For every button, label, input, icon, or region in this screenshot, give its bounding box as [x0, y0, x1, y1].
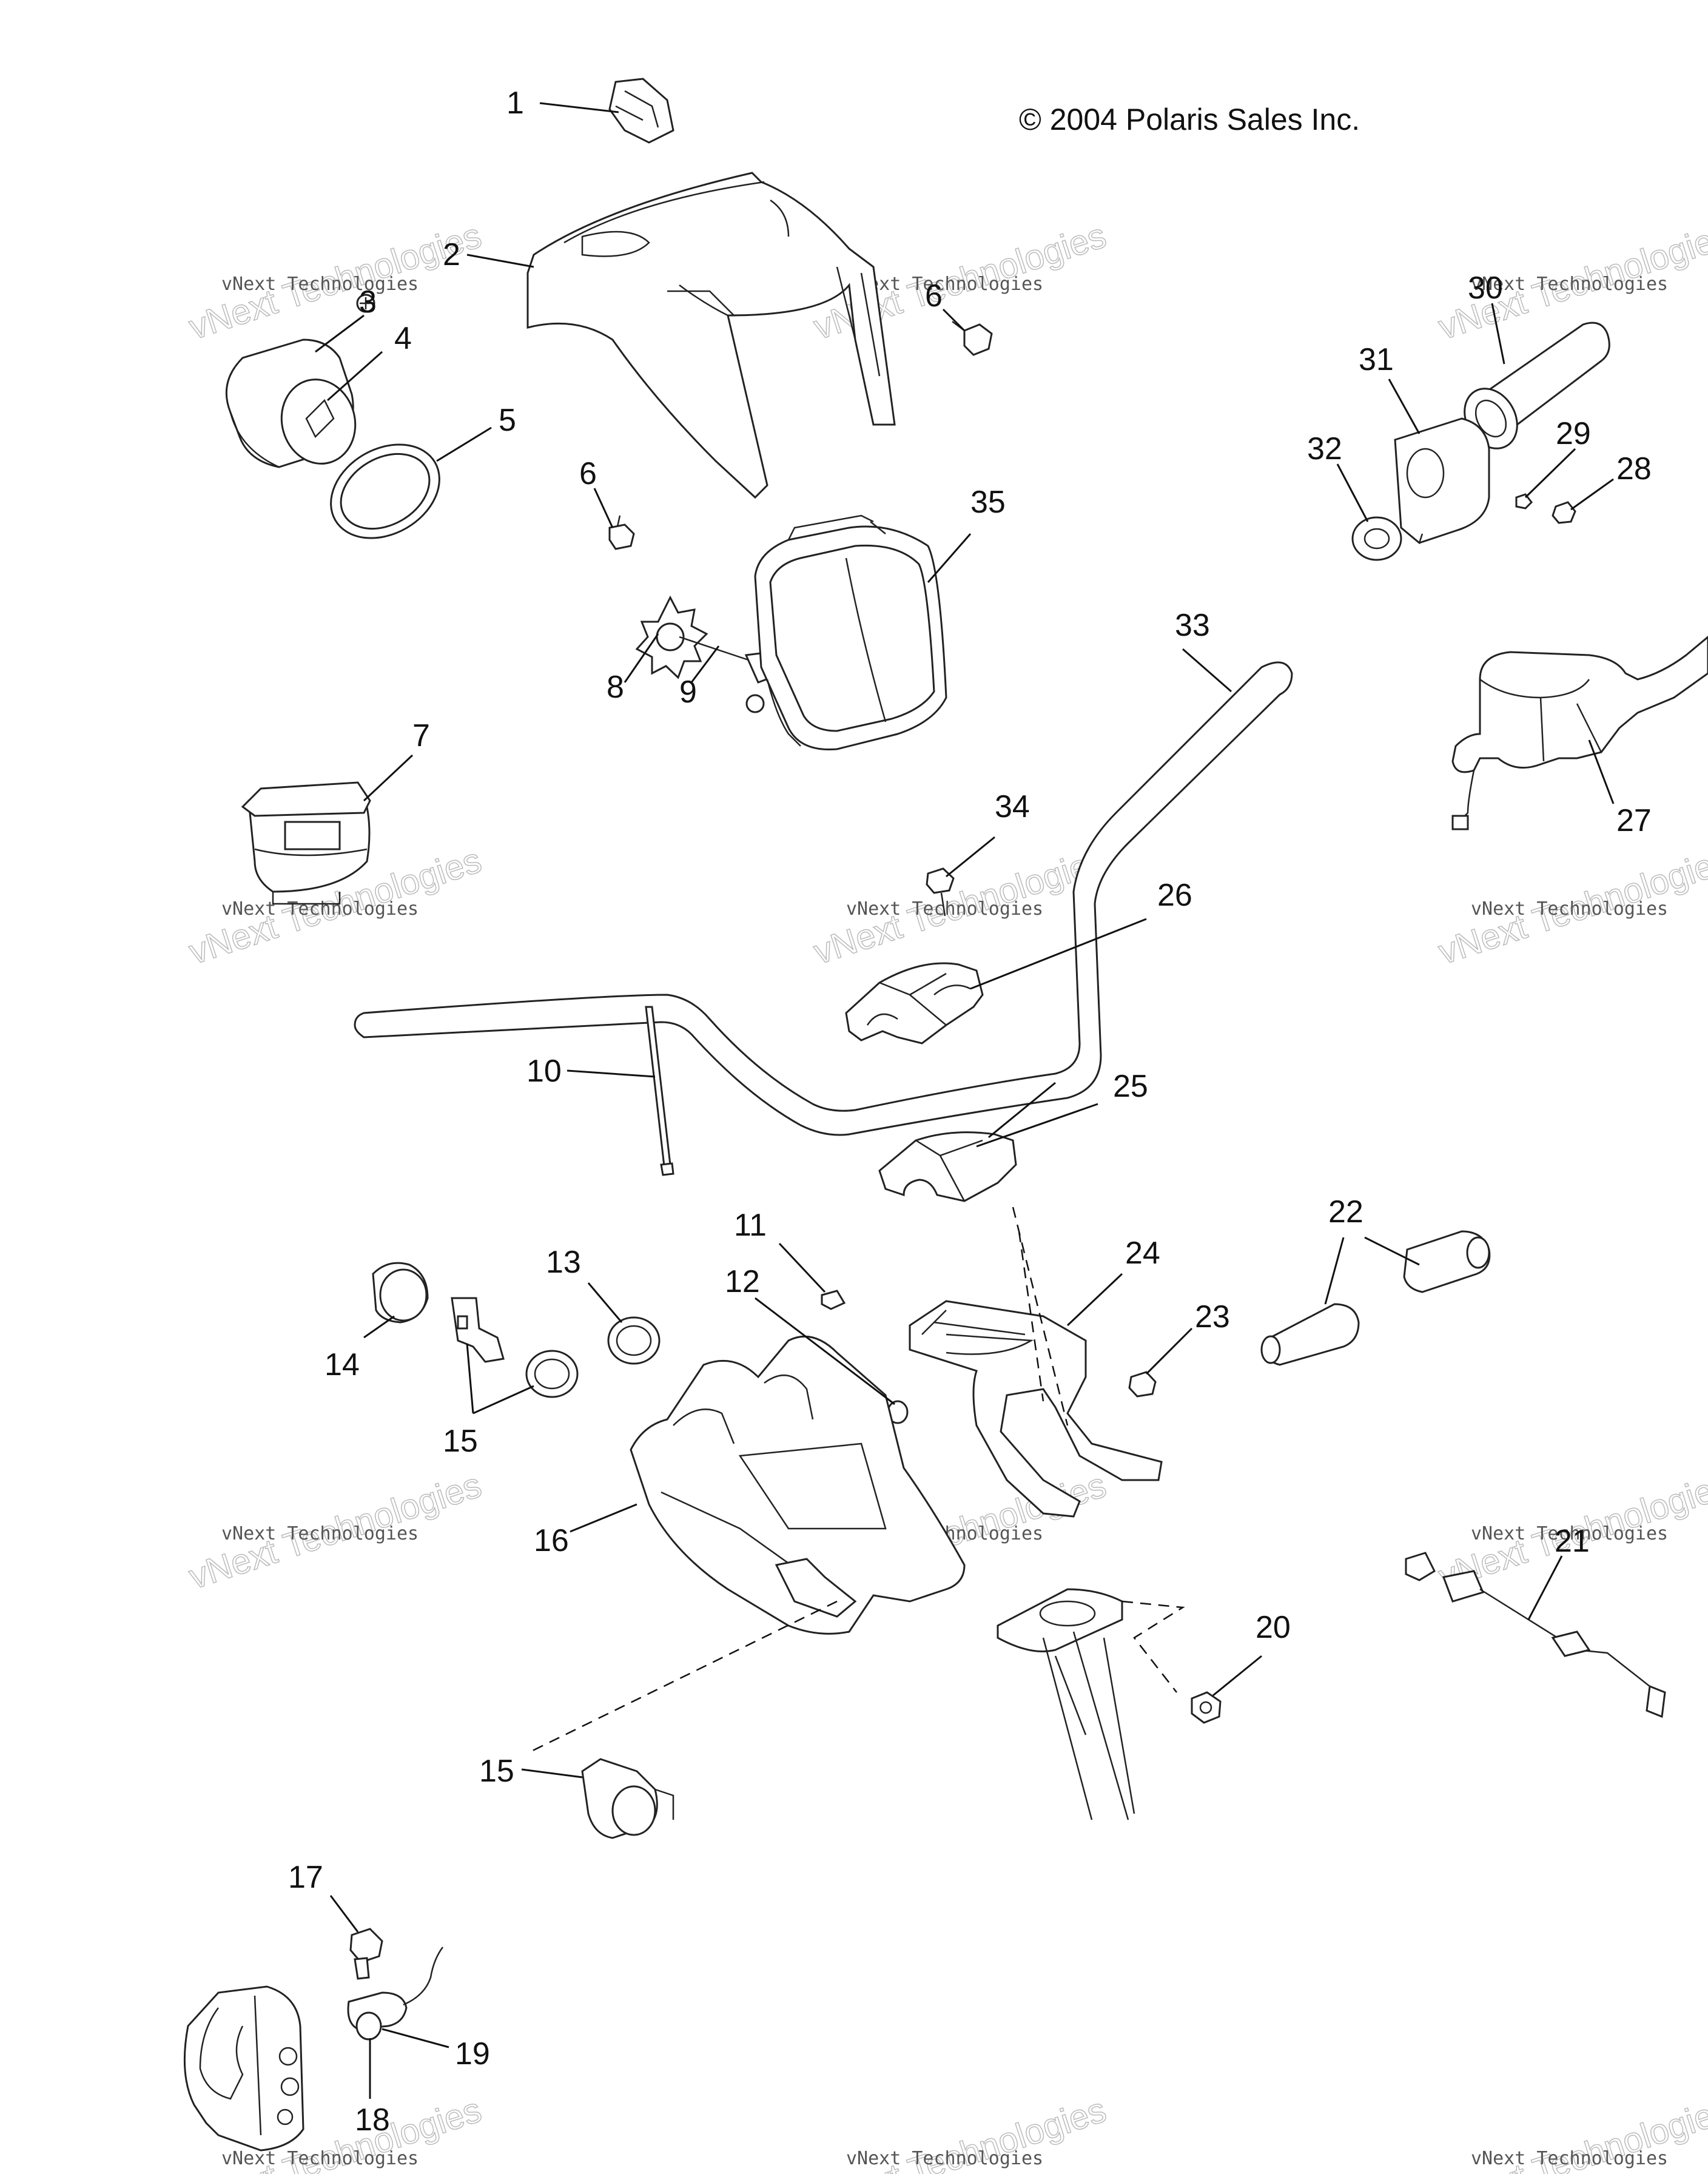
- callout-28: 28: [1616, 451, 1652, 486]
- callout-29: 29: [1556, 416, 1591, 451]
- callout-17: 17: [288, 1860, 323, 1895]
- leader-lines: [315, 102, 1615, 2099]
- callout-24: 24: [1125, 1236, 1160, 1271]
- part-6-bolt-upper: [952, 321, 993, 356]
- part-caliper-assembly: [183, 1985, 304, 2152]
- callout-11: 11: [734, 1208, 767, 1243]
- callout-3: 3: [359, 284, 377, 320]
- callout-15-upper: 15: [443, 1424, 478, 1459]
- callout-13: 13: [546, 1245, 581, 1280]
- part-34-bolt: [926, 867, 955, 917]
- part-8-star-gear: [635, 595, 708, 679]
- part-28-screw: [1552, 501, 1576, 524]
- callout-18: 18: [355, 2102, 390, 2138]
- part-17-bolt: [349, 1928, 383, 1980]
- callout-23: 23: [1195, 1299, 1230, 1334]
- watermark-text: vNext Technologies: [846, 2148, 1043, 2169]
- watermark-mid-center: vNext Technologies vNext Technologies: [809, 840, 1111, 972]
- part-29-nut: [1515, 493, 1533, 510]
- callouts: 1 2 3 4 5 6 6 7 8 9 10 11 12 13 14 15 15…: [288, 86, 1652, 2138]
- callout-6-lower: 6: [579, 456, 597, 491]
- part-23-bolt: [1128, 1371, 1157, 1398]
- part-19-sensor: [347, 1947, 444, 2041]
- callout-25: 25: [1113, 1069, 1148, 1104]
- part-7-switch-housing: [241, 781, 371, 905]
- watermark-text: vNext Technologies: [221, 1523, 419, 1544]
- part-25-lower-clamp: [878, 1131, 1017, 1202]
- watermark-text: vNext Technologies: [1471, 2148, 1668, 2169]
- watermark-text: vNext Technologies: [221, 274, 419, 295]
- part-14-cap: [372, 1262, 429, 1324]
- callout-2: 2: [443, 237, 460, 272]
- part-11-clip: [821, 1290, 846, 1310]
- watermark-text: vNext Technologies: [221, 898, 419, 920]
- part-5-seal-ring: [330, 443, 440, 539]
- part-33-handlebar: [354, 661, 1293, 1136]
- part-15-ignition-switch: [581, 1758, 674, 1839]
- part-24-bracket: [909, 1300, 1163, 1518]
- watermark-bottom-right: vNext Technologies vNext Technologies: [1433, 2090, 1708, 2174]
- callout-15-lower: 15: [479, 1754, 514, 1789]
- callout-10: 10: [526, 1054, 562, 1089]
- callout-4: 4: [394, 321, 412, 356]
- callout-34: 34: [995, 789, 1030, 824]
- part-21-cable: [1405, 1552, 1666, 1718]
- part-10-cable-tie: [645, 1006, 674, 1176]
- callout-5: 5: [499, 403, 516, 438]
- callout-14: 14: [324, 1347, 360, 1382]
- watermark-text: vNext Technologies: [1471, 898, 1668, 920]
- watermark-text: vNext Technologies: [1471, 1523, 1668, 1544]
- callout-9: 9: [679, 675, 697, 710]
- callout-19: 19: [455, 2036, 490, 2071]
- part-27-brake-lever: [1451, 636, 1708, 830]
- part-13-grommet: [607, 1316, 661, 1365]
- part-15-key-and-grommet: [451, 1297, 579, 1398]
- parts: [183, 78, 1708, 2152]
- part-20-nut: [1191, 1691, 1222, 1724]
- part-1-connector: [608, 78, 674, 144]
- watermark-mid-right: vNext Technologies vNext Technologies: [1433, 840, 1708, 972]
- callout-6-upper: 6: [925, 278, 943, 314]
- part-26-upper-clamp: [845, 962, 984, 1045]
- callout-32: 32: [1307, 431, 1342, 466]
- watermark-text: vNext Technologies: [221, 2148, 419, 2169]
- watermark-text: vNext Technologies: [846, 274, 1043, 295]
- callout-30: 30: [1468, 271, 1503, 306]
- part-3-screw: [356, 294, 375, 313]
- part-2-pod-cover: [526, 172, 896, 499]
- callout-35: 35: [970, 485, 1006, 520]
- callout-22: 22: [1328, 1194, 1363, 1230]
- callout-7: 7: [412, 718, 430, 753]
- callout-27: 27: [1616, 803, 1652, 838]
- copyright-notice: © 2004 Polaris Sales Inc.: [1019, 103, 1360, 136]
- callout-1: 1: [506, 86, 524, 121]
- callout-8: 8: [607, 670, 624, 705]
- watermark-top-left: vNext Technologies vNext Technologies: [184, 215, 486, 348]
- callout-33: 33: [1175, 608, 1210, 643]
- callout-12: 12: [725, 1264, 760, 1299]
- part-35-instrument-panel: [754, 514, 947, 751]
- part-31-throttle-housing: [1394, 417, 1490, 545]
- part-32-washer: [1351, 516, 1402, 561]
- part-16-lower-pod: [630, 1335, 966, 1635]
- part-6-bolt-lower: [608, 515, 635, 550]
- callout-26: 26: [1157, 878, 1192, 913]
- watermark-text: vNext Technologies: [1471, 274, 1668, 295]
- callout-31: 31: [1359, 342, 1394, 377]
- part-4-gauge-housing: [225, 338, 357, 468]
- callout-16: 16: [534, 1523, 569, 1558]
- part-22-grip-sleeves: [1260, 1230, 1491, 1366]
- watermark-bottom-center: vNext Technologies vNext Technologies: [809, 2090, 1111, 2174]
- callout-21: 21: [1555, 1524, 1590, 1559]
- callout-20: 20: [1256, 1610, 1291, 1645]
- steering-column: [997, 1206, 1135, 1820]
- watermark-text: vNext Technologies: [846, 898, 1043, 920]
- watermark-low-left: vNext Technologies vNext Technologies: [184, 1465, 486, 1597]
